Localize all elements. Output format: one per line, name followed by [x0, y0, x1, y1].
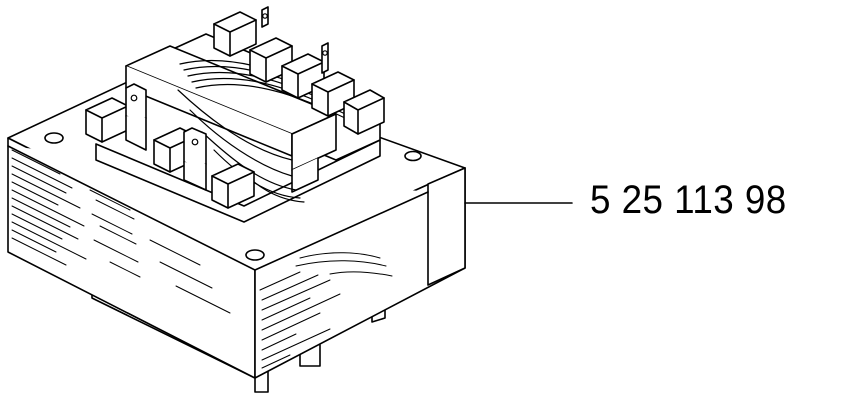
terminal	[183, 127, 207, 191]
terminal	[211, 163, 255, 209]
core-end-plate	[427, 167, 466, 286]
terminal	[125, 83, 147, 151]
lamination-hatching-right	[259, 252, 393, 369]
terminals	[85, 6, 385, 209]
mounting-hole	[44, 132, 64, 144]
lamination-hatching-left	[11, 149, 231, 314]
terminal	[343, 89, 385, 135]
part-number-label: 5 25 113 98	[590, 178, 787, 222]
terminal-holes	[130, 13, 328, 146]
coil-bobbin	[95, 33, 381, 223]
terminal	[85, 97, 129, 143]
bobbin-front-flange	[291, 113, 337, 171]
mounting-hole	[404, 150, 422, 162]
mounting-hole	[245, 249, 265, 261]
